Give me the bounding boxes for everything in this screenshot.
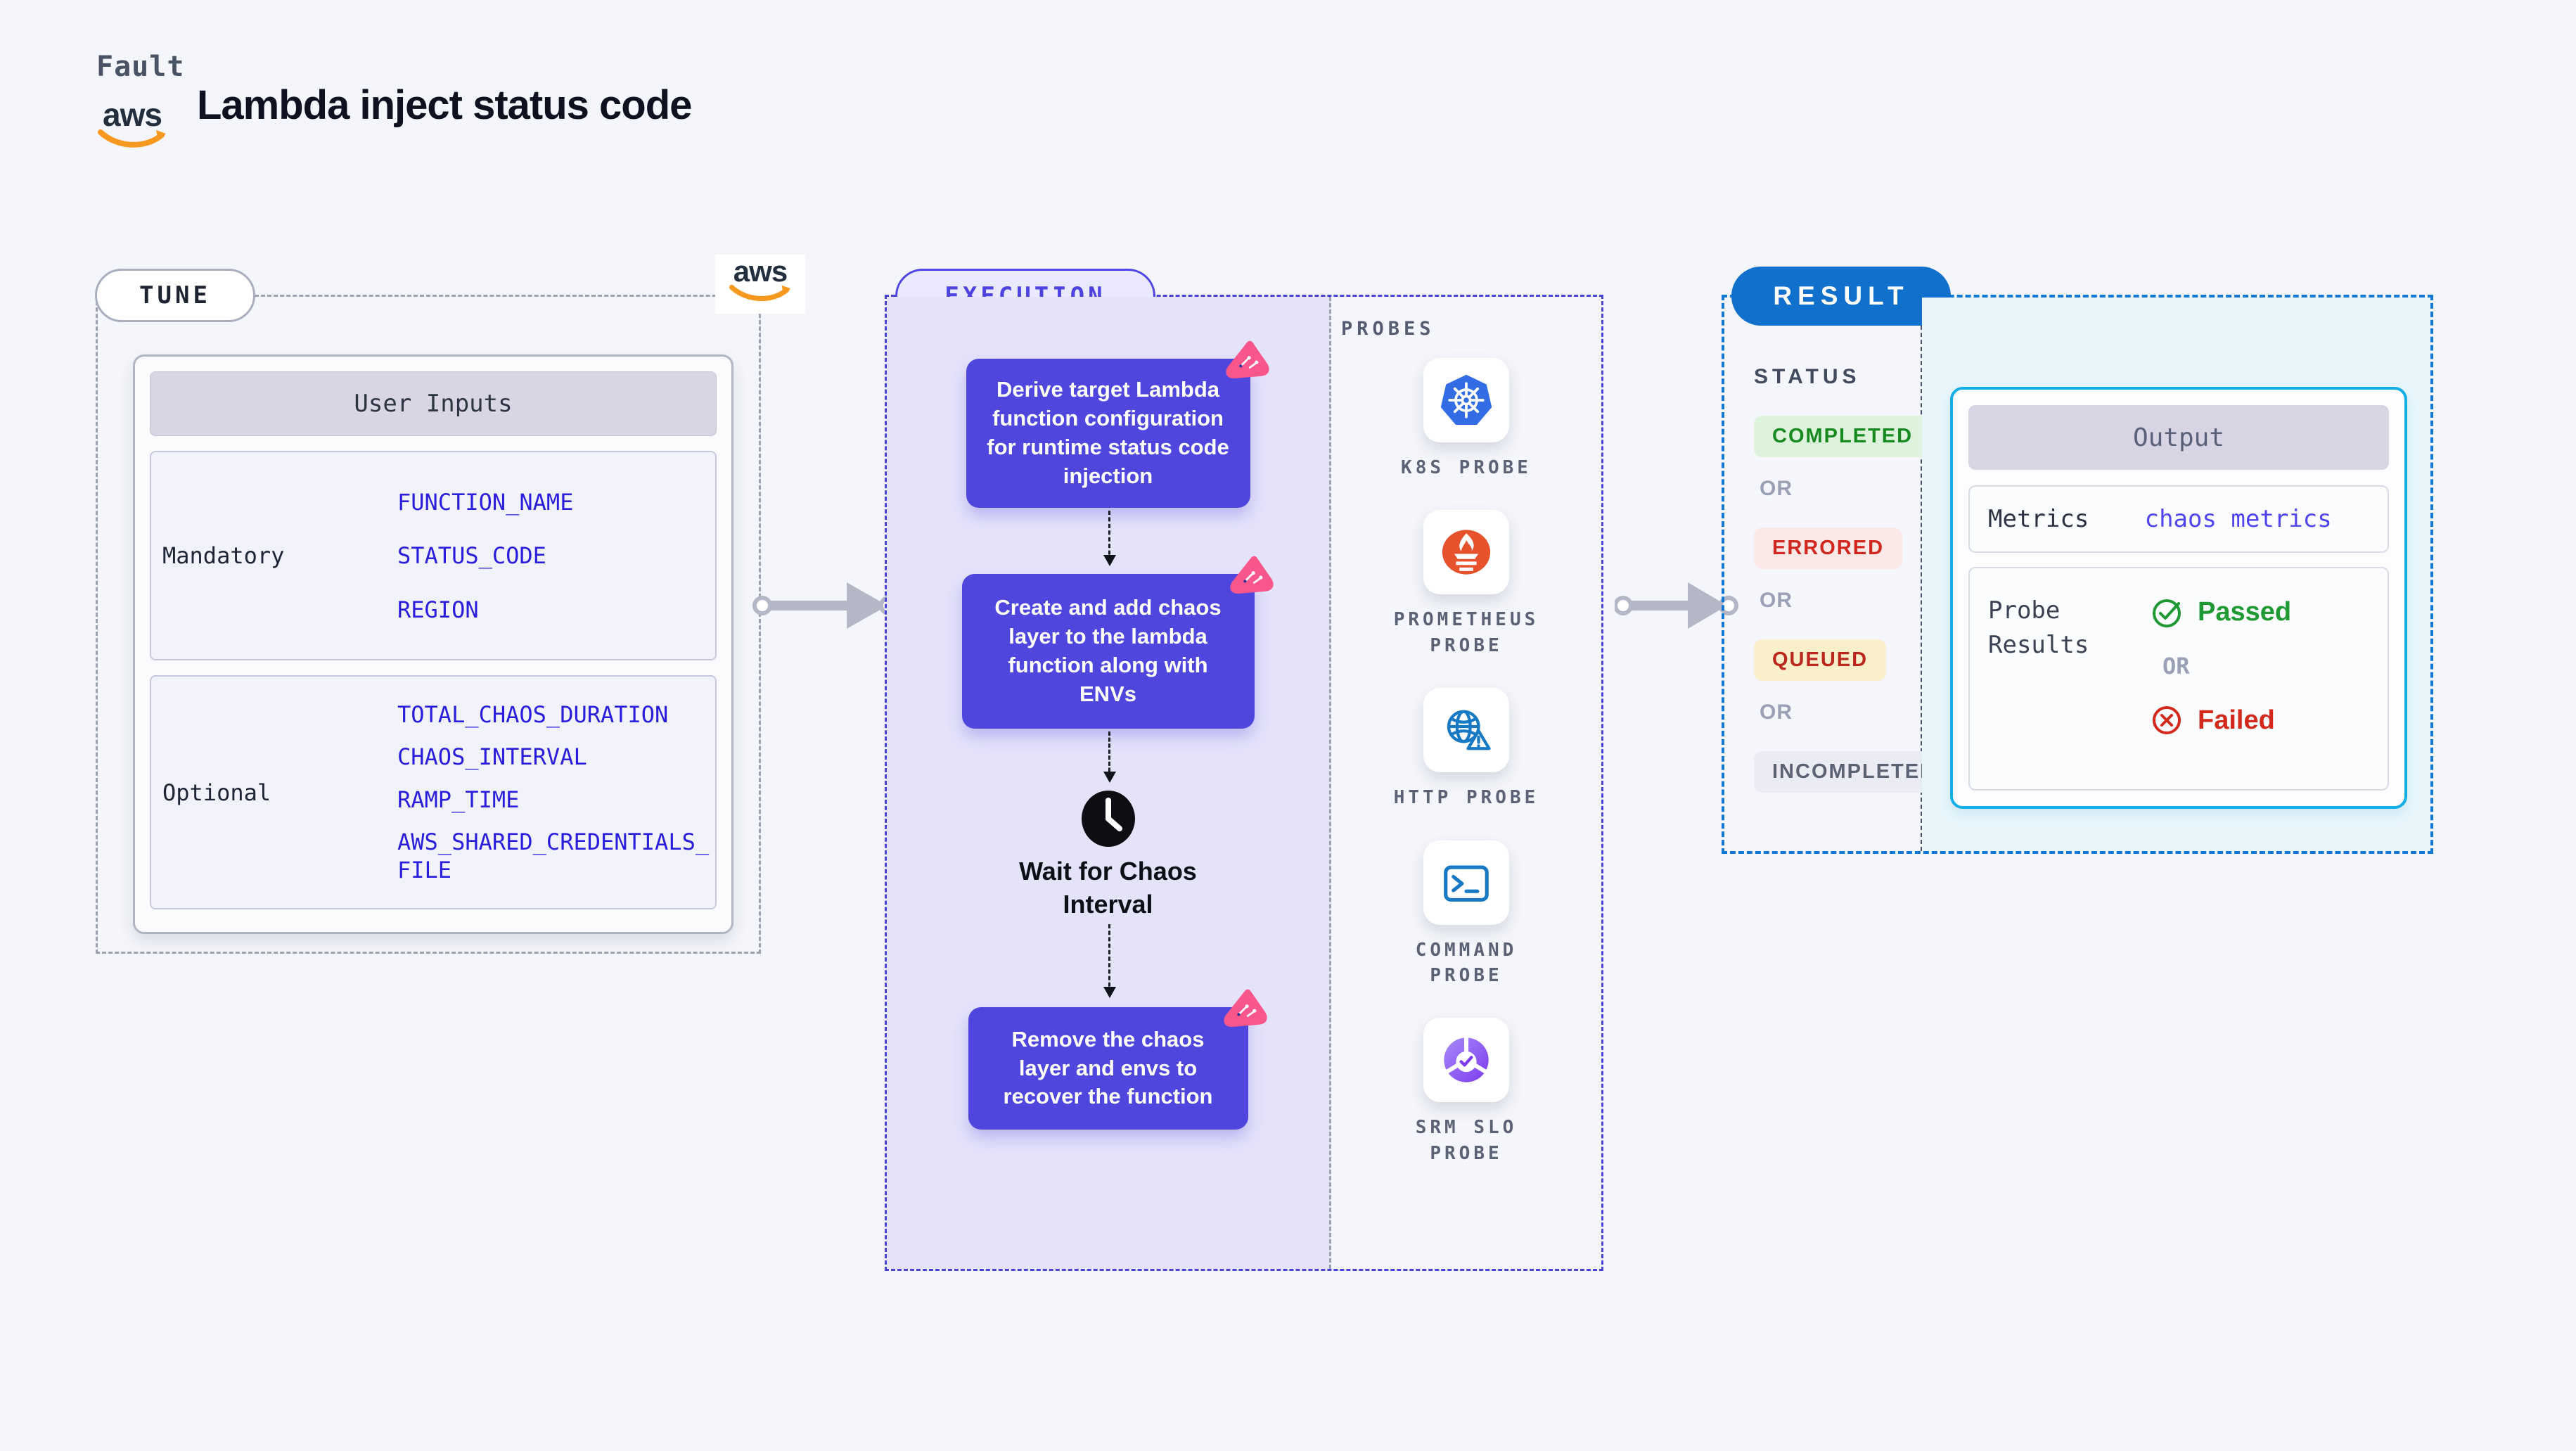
probe-label: SRM SLO PROBE <box>1415 1117 1518 1164</box>
optional-vars: TOTAL_CHAOS_DURATION CHAOS_INTERVAL RAMP… <box>397 677 715 908</box>
k8s-icon <box>1440 374 1492 425</box>
prometheus-icon <box>1442 530 1491 575</box>
step-derive-config: Derive target Lambda function configurat… <box>966 340 1269 508</box>
env-var: AWS_SHARED_CREDENTIALS_FILE <box>397 828 710 883</box>
chaos-icon <box>1229 556 1274 594</box>
chaos-icon <box>1223 989 1267 1027</box>
or-separator: OR <box>2162 653 2190 679</box>
probe-card <box>1423 358 1509 442</box>
mandatory-row: Mandatory FUNCTION_NAME STATUS_CODE REGI… <box>150 451 717 660</box>
status-badge-completed: COMPLETED <box>1754 416 1932 457</box>
probe-label: K8S PROBE <box>1401 457 1532 478</box>
probe-card <box>1423 688 1509 773</box>
optional-row: Optional TOTAL_CHAOS_DURATION CHAOS_INTE… <box>150 675 717 909</box>
clock-icon <box>1081 791 1135 847</box>
flow-arrow-down <box>1103 731 1116 783</box>
step-add-chaos-layer: Create and add chaos layer to the lambda… <box>961 556 1274 729</box>
passed-label: Passed <box>2198 596 2292 627</box>
aws-logo-text: aws <box>733 255 788 288</box>
step-text: Create and add chaos layer to the lambda… <box>994 595 1222 706</box>
probe-card <box>1423 510 1509 595</box>
failed-x-icon <box>2153 706 2181 734</box>
optional-label: Optional <box>162 779 271 806</box>
command-terminal-icon <box>1444 865 1489 902</box>
aws-logo-corner: aws <box>715 255 805 314</box>
aws-smile-icon <box>98 129 166 148</box>
probe-card <box>1423 840 1509 925</box>
probe-k8s: K8S PROBE <box>1379 358 1553 480</box>
tune-section: TUNE aws User Inputs Mandatory FUNCTION_… <box>95 255 805 954</box>
mandatory-label: Mandatory <box>162 542 285 569</box>
status-badge-incompleted: INCOMPLETED <box>1754 751 1955 793</box>
execution-flow: Derive target Lambda function configurat… <box>887 297 1331 1269</box>
probe-results-label: Probe Results <box>1988 596 2089 660</box>
failed-label: Failed <box>2198 705 2275 735</box>
env-var: STATUS_CODE <box>397 542 546 569</box>
probe-card <box>1423 1018 1509 1103</box>
metrics-label: Metrics <box>1988 505 2089 533</box>
step-remove-chaos-layer: Remove the chaos layer and envs to recov… <box>968 989 1267 1130</box>
user-inputs-card: User Inputs Mandatory FUNCTION_NAME STAT… <box>133 354 733 934</box>
page-title: Lambda inject status code <box>197 82 692 128</box>
metrics-row: Metrics chaos metrics <box>1968 485 2389 553</box>
flow-arrow-down <box>1103 924 1116 998</box>
env-var: TOTAL_CHAOS_DURATION <box>397 701 669 729</box>
srm-slo-icon <box>1444 1037 1489 1083</box>
aws-smile-icon <box>729 284 791 301</box>
status-badge-queued: QUEUED <box>1754 639 1887 681</box>
probe-command: COMMAND PROBE <box>1379 840 1553 989</box>
mandatory-vars: FUNCTION_NAME STATUS_CODE REGION <box>397 452 715 659</box>
chaos-icon <box>1225 340 1269 378</box>
env-var: FUNCTION_NAME <box>397 488 574 516</box>
or-separator: OR <box>1760 477 1793 500</box>
tune-to-execution-arrow <box>751 575 900 639</box>
output-area: Output Metrics chaos metrics Probe Resul… <box>1922 298 2430 851</box>
probe-srm-slo: SRM SLO PROBE <box>1379 1018 1553 1166</box>
probe-label: PROMETHEUS PROBE <box>1393 609 1539 656</box>
probe-label: COMMAND PROBE <box>1415 939 1518 986</box>
or-separator: OR <box>1760 589 1793 612</box>
aws-logo-text: aws <box>103 96 162 133</box>
env-var: CHAOS_INTERVAL <box>397 743 587 771</box>
step-text: Derive target Lambda function configurat… <box>987 377 1229 488</box>
user-inputs-header: User Inputs <box>150 371 717 436</box>
status-badge-errored: ERRORED <box>1754 528 1903 569</box>
or-separator: OR <box>1760 701 1793 724</box>
probes-panel: PROBES <box>1331 297 1601 1269</box>
probes-title: PROBES <box>1341 318 1435 340</box>
flow-arrow-down <box>1103 511 1116 566</box>
probe-label: HTTP PROBE <box>1393 787 1539 809</box>
tune-pill: TUNE <box>95 269 255 322</box>
http-globe-icon <box>1447 710 1491 750</box>
probe-http: HTTP PROBE <box>1379 688 1553 810</box>
probe-results-row: Probe Results Passed OR <box>1968 567 2389 791</box>
passed-check-icon <box>2153 599 2181 627</box>
fault-eyebrow: Fault <box>96 51 185 83</box>
wait-for-chaos-interval: Wait for Chaos Interval <box>1019 857 1197 919</box>
env-var: RAMP_TIME <box>397 786 520 813</box>
status-title: STATUS <box>1754 365 1861 388</box>
aws-logo: aws <box>94 96 171 153</box>
status-column: STATUS COMPLETED OR ERRORED OR QUEUED OR… <box>1724 298 1955 851</box>
step-text: Remove the chaos layer and envs to recov… <box>1003 1026 1213 1109</box>
env-var: REGION <box>397 596 479 623</box>
result-pill: RESULT <box>1731 267 1951 326</box>
probe-prometheus: PROMETHEUS PROBE <box>1379 510 1553 658</box>
output-panel: Output Metrics chaos metrics Probe Resul… <box>1950 387 2407 809</box>
result-section: RESULT STATUS COMPLETED OR ERRORED OR QU… <box>1722 267 2433 854</box>
metrics-value: chaos metrics <box>2144 505 2332 533</box>
execution-section: EXECUTION Derive target Lambda function … <box>885 269 1603 1271</box>
output-header: Output <box>1968 405 2389 470</box>
